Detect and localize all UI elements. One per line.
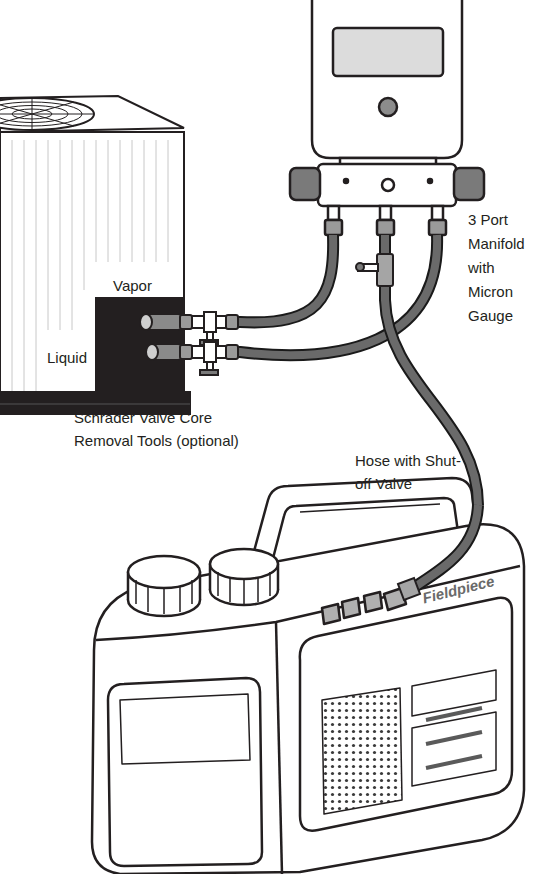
manifold-gauge [379, 98, 397, 116]
vacuum-pump [322, 688, 402, 814]
condenser-unit [132, 140, 133, 262]
schrader-tool [180, 345, 192, 359]
pump-hose [398, 578, 420, 600]
illustration-part: VaporLiquid [0, 96, 185, 416]
schrader-tool [207, 362, 213, 370]
pump-hose [410, 505, 478, 590]
refrigerant-hose [185, 235, 333, 322]
condenser-unit [0, 98, 94, 130]
schrader-tool [204, 342, 216, 362]
schrader-tool [207, 332, 213, 340]
condenser-unit [0, 132, 184, 396]
condenser-unit [36, 140, 37, 392]
illustration-part: 3 Port Manifold with Micron Gauge [288, 0, 485, 235]
schrader-tool [200, 370, 218, 375]
condenser-unit [48, 140, 49, 330]
schrader-tool [226, 345, 238, 359]
vacuum-pump [120, 694, 250, 764]
refrigerant-hose [185, 235, 333, 322]
vacuum-pump [276, 622, 282, 874]
manifold-gauge [290, 168, 320, 200]
callout-label: Schrader Valve Core Removal Tools (optio… [74, 406, 259, 452]
condenser-unit [96, 140, 97, 262]
schrader-tool [204, 312, 216, 332]
condenser-unit [120, 140, 121, 262]
manifold-gauge [344, 179, 348, 183]
vacuum-pump [412, 670, 496, 716]
shutoff-valve [356, 254, 393, 286]
manifold-gauge [312, 0, 462, 158]
condenser-unit [168, 140, 169, 262]
vacuum-pump [218, 572, 270, 604]
refrigerant-hose [185, 235, 437, 355]
shutoff-valve [377, 254, 393, 286]
condenser-unit [84, 140, 85, 290]
schrader-tool [226, 315, 238, 329]
manifold-gauge [333, 28, 443, 76]
service-pipe [146, 344, 158, 360]
condenser-unit [0, 404, 190, 405]
vacuum-pump [412, 712, 496, 786]
condenser-unit [12, 140, 13, 392]
pump-hose [410, 505, 478, 590]
vacuum-pump [92, 478, 524, 874]
vacuum-pump [136, 580, 192, 614]
condenser-unit [60, 140, 61, 330]
manifold-gauge [328, 206, 339, 220]
part-label: Vapor [113, 274, 173, 297]
vacuum-pump [128, 556, 200, 588]
callout-label: Hose with Shut-off Valve [355, 449, 470, 495]
manifold-gauge [325, 220, 342, 235]
vacuum-pump [364, 592, 382, 612]
refrigerant-hose [185, 235, 437, 355]
manifold-gauge [429, 220, 446, 235]
service-pipe [140, 314, 152, 330]
condenser-unit [156, 140, 157, 262]
manifold-gauge [318, 164, 456, 206]
manifold-gauge [380, 206, 391, 220]
vacuum-pump [322, 604, 340, 624]
vacuum-pump [342, 598, 360, 618]
manifold-gauge [377, 220, 394, 235]
condenser-unit [108, 140, 109, 262]
condenser-unit [72, 140, 73, 330]
schrader-tool [180, 315, 192, 329]
schrader-tool [180, 312, 238, 375]
vacuum-pump [300, 504, 440, 512]
vacuum-pump [108, 678, 262, 866]
vacuum-pump [300, 598, 512, 831]
pump-hose [398, 505, 478, 600]
part-label: Liquid [47, 346, 107, 369]
manifold-gauge [428, 179, 432, 183]
vacuum-pump [210, 549, 278, 579]
refrigerant-hose [185, 235, 437, 355]
condenser-unit [0, 114, 94, 115]
manifold-gauge [382, 179, 394, 191]
vacuum-pump [426, 708, 482, 768]
manifold-gauge [432, 206, 443, 220]
manifold-gauge [454, 168, 484, 200]
condenser-unit [144, 140, 145, 262]
condenser-unit [0, 102, 74, 126]
part-label: 3 Port Manifold with Micron Gauge [468, 208, 540, 328]
refrigerant-hose [185, 235, 333, 322]
condenser-unit [0, 96, 190, 414]
condenser-unit [24, 140, 25, 392]
manifold-gauge [290, 0, 484, 235]
shutoff-valve [356, 263, 364, 271]
condenser-unit [0, 102, 74, 126]
